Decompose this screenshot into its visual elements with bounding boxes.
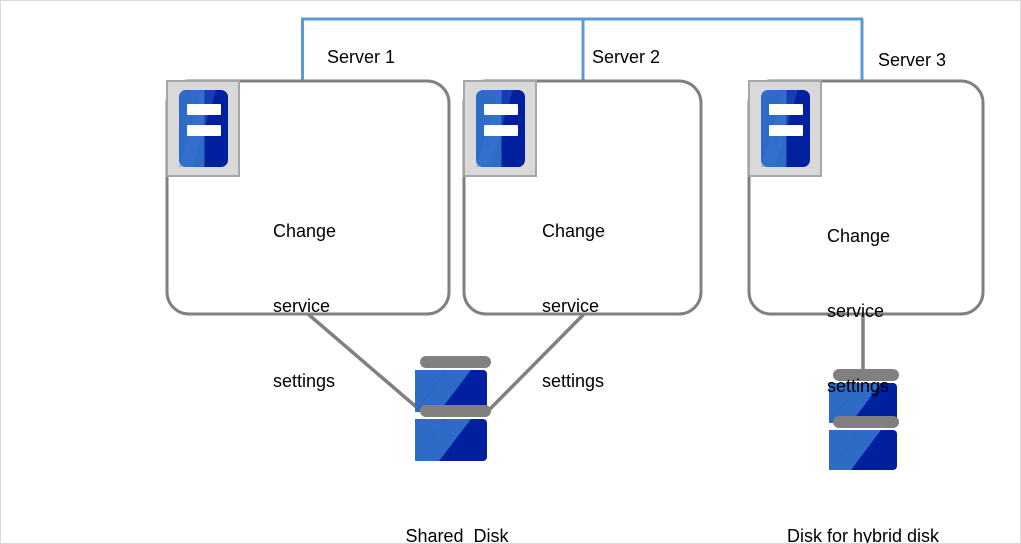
server-icon-bar-bottom	[484, 125, 518, 136]
interconnect-bus	[301, 17, 864, 81]
disk-platter-top	[833, 369, 899, 381]
disk-block-upper-sheen	[829, 383, 881, 423]
disk-platter-top	[420, 356, 491, 368]
server-1-title: Server 1	[327, 47, 396, 67]
hybrid-disk-caption-line-1: Disk for hybrid disk	[786, 526, 940, 544]
server-icon-bar-top	[187, 104, 221, 115]
hybrid-disk-caption: Disk for hybrid disk resource	[758, 471, 968, 544]
server-2-body-line-3: settings	[542, 371, 605, 391]
server-1-body-line-2: service	[273, 296, 331, 316]
disk-block-upper-sheen2	[829, 383, 859, 423]
server-icon	[463, 80, 537, 177]
connector-server1-shared-disk	[306, 312, 423, 413]
server-3-body-line-3: settings	[827, 376, 890, 396]
disk-block-lower-sheen	[415, 419, 471, 461]
disk-block-lower-sheen2	[829, 430, 859, 470]
server-2-body-text: Change service settings	[542, 169, 605, 444]
shared-disk-caption: Shared Disk for hybrid disk resource	[332, 471, 582, 544]
server-3-body-text: Change service settings	[827, 174, 890, 449]
server-icon-bar-top	[769, 104, 803, 115]
server-2-body-line-1: Change	[542, 221, 606, 241]
disk-block-upper-sheen	[415, 370, 471, 412]
server-1-body-text: Change service settings	[273, 169, 336, 444]
server-2-title: Server 2	[592, 47, 661, 67]
disk-block-lower-sheen2	[415, 419, 447, 461]
hybrid-disk-icon[interactable]	[829, 369, 899, 470]
disk-block-lower-sheen	[829, 430, 881, 470]
connector-server2-shared-disk	[486, 312, 586, 413]
disk-platter-middle	[420, 405, 491, 417]
disk-connectors	[306, 312, 865, 413]
server-3-body-line-2: service	[827, 301, 885, 321]
server-1-body-line-1: Change	[273, 221, 337, 241]
server-icon	[166, 80, 240, 177]
server-box-1[interactable]	[165, 79, 451, 316]
server-2-body-line-2: service	[542, 296, 600, 316]
server-3-body-line-1: Change	[827, 226, 891, 246]
shared-disk-caption-line-1: Shared Disk	[405, 526, 509, 544]
disk-platter-middle	[833, 416, 899, 428]
server-box-2[interactable]	[462, 79, 703, 316]
server-icon-bar-top	[484, 104, 518, 115]
server-icon-bar-bottom	[187, 125, 221, 136]
shared-disk-icon[interactable]	[415, 356, 491, 461]
server-1-body-line-3: settings	[273, 371, 336, 391]
server-icon	[748, 80, 822, 177]
disk-block-upper-sheen2	[415, 370, 447, 412]
server-3-title: Server 3	[878, 50, 947, 70]
server-box-3[interactable]	[747, 79, 985, 316]
server-icon-bar-bottom	[769, 125, 803, 136]
